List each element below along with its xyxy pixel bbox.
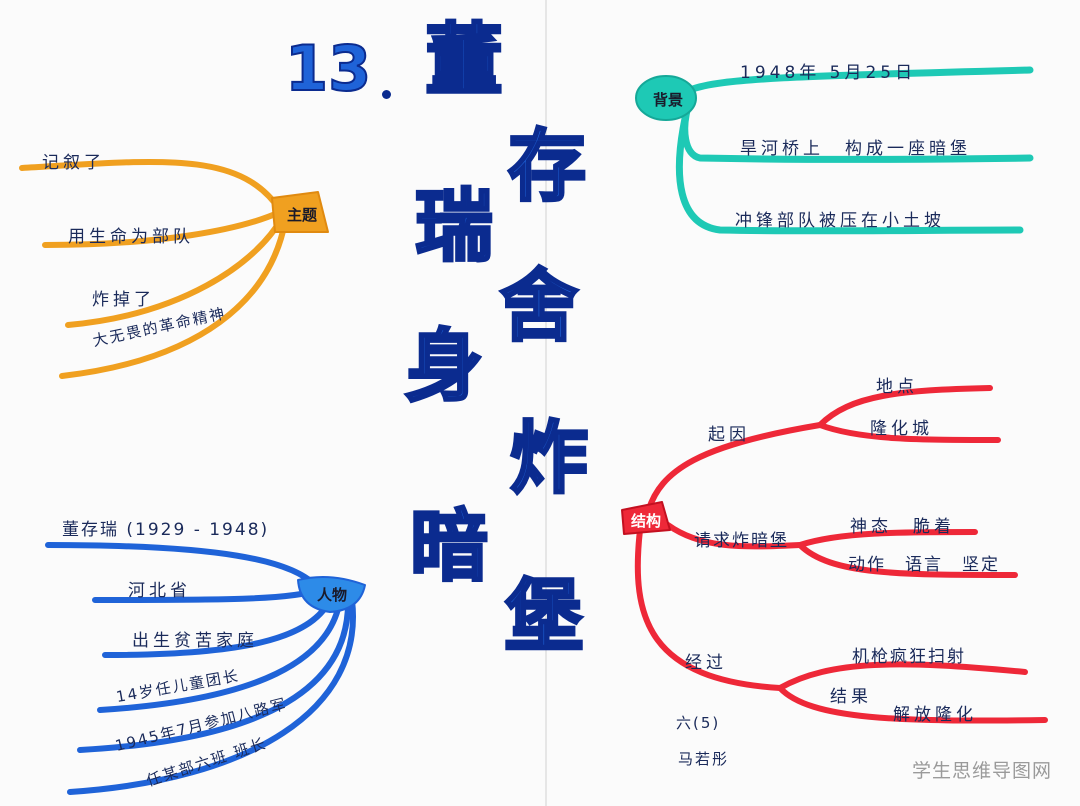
person-item-1: 董存瑞 (1929 - 1948) xyxy=(62,520,270,540)
structure-process-sub-2 xyxy=(777,685,1048,724)
structure-branch-cause xyxy=(645,422,823,515)
theme-branch-1 xyxy=(19,158,283,213)
structure-branch-process xyxy=(634,527,783,691)
background-branch-2 xyxy=(681,96,1034,163)
theme-branch-4 xyxy=(59,219,288,379)
structure-cause-label: 起因 xyxy=(708,425,750,445)
title-char-2: 瑞 xyxy=(413,182,494,272)
structure-process-item-1: 机枪疯狂扫射 xyxy=(852,647,966,667)
structure-request-item-2: 动作 语言 坚定 xyxy=(848,555,1000,575)
theme-node xyxy=(271,191,329,233)
theme-branch-3 xyxy=(65,215,285,328)
person-label: 人物 xyxy=(316,586,347,604)
signature-name: 马若彤 xyxy=(678,750,730,768)
title-char-7: 炸 xyxy=(508,414,589,504)
watermark-text: 学生思维导图网 xyxy=(912,760,1053,782)
structure-branch-request xyxy=(665,522,803,550)
title-char-6: 舍 xyxy=(498,262,579,352)
background-item-1: 1948年 5月25日 xyxy=(740,63,917,83)
background-branch-3 xyxy=(675,101,1024,235)
person-branch-1 xyxy=(45,542,318,588)
structure-cause-item-1: 地点 xyxy=(876,377,918,397)
structure-cause-sub-1 xyxy=(817,385,993,428)
background-branch-1 xyxy=(686,66,1034,94)
theme-branches xyxy=(19,158,288,379)
background-item-2: 旱河桥上 构成一座暗堡 xyxy=(740,139,971,159)
theme-item-2: 用生命为部队 xyxy=(68,227,194,247)
structure-process-label: 经过 xyxy=(685,653,727,673)
page-fold xyxy=(545,0,547,806)
background-label: 背景 xyxy=(652,91,683,109)
structure-node xyxy=(621,501,671,535)
structure-request-label: 请求炸暗堡 xyxy=(694,531,789,551)
structure-process-sub-1 xyxy=(777,661,1028,691)
person-node xyxy=(297,576,366,613)
person-item-2: 河北省 xyxy=(128,581,191,601)
title-char-8: 堡 xyxy=(503,572,584,662)
structure-process-item-3: 解放隆化 xyxy=(893,705,977,725)
structure-process-item-2: 结果 xyxy=(830,687,872,707)
signature-class: 六(5) xyxy=(676,714,721,732)
title-char-5: 存 xyxy=(506,122,587,212)
lesson-number-dot xyxy=(382,90,391,99)
structure-request-sub-2 xyxy=(797,542,1018,578)
background-node xyxy=(635,75,697,121)
person-item-3: 出生贫苦家庭 xyxy=(132,631,258,651)
theme-item-3: 炸掉了 xyxy=(92,290,155,310)
person-branch-3 xyxy=(102,597,333,658)
person-branch-6 xyxy=(67,597,356,795)
background-branches xyxy=(675,66,1034,235)
person-branch-4 xyxy=(97,597,343,713)
theme-label: 主题 xyxy=(286,206,317,224)
background-item-3: 冲锋部队被压在小土坡 xyxy=(735,211,945,231)
structure-cause-sub-2 xyxy=(817,422,1001,443)
structure-request-item-1: 神态 脆着 xyxy=(850,517,955,537)
structure-branches xyxy=(634,385,1048,724)
title-char-4: 暗 xyxy=(408,502,489,592)
person-branch-5 xyxy=(77,597,352,753)
structure-cause-item-2: 隆化城 xyxy=(870,419,933,439)
theme-branch-2 xyxy=(42,209,283,248)
title-char-1: 董 xyxy=(423,16,504,106)
lesson-number: 13 xyxy=(284,31,372,106)
structure-request-sub-1 xyxy=(797,529,978,548)
theme-item-1: 记叙了 xyxy=(42,153,105,173)
title-char-3: 身 xyxy=(403,322,484,412)
structure-label: 结构 xyxy=(630,512,661,530)
